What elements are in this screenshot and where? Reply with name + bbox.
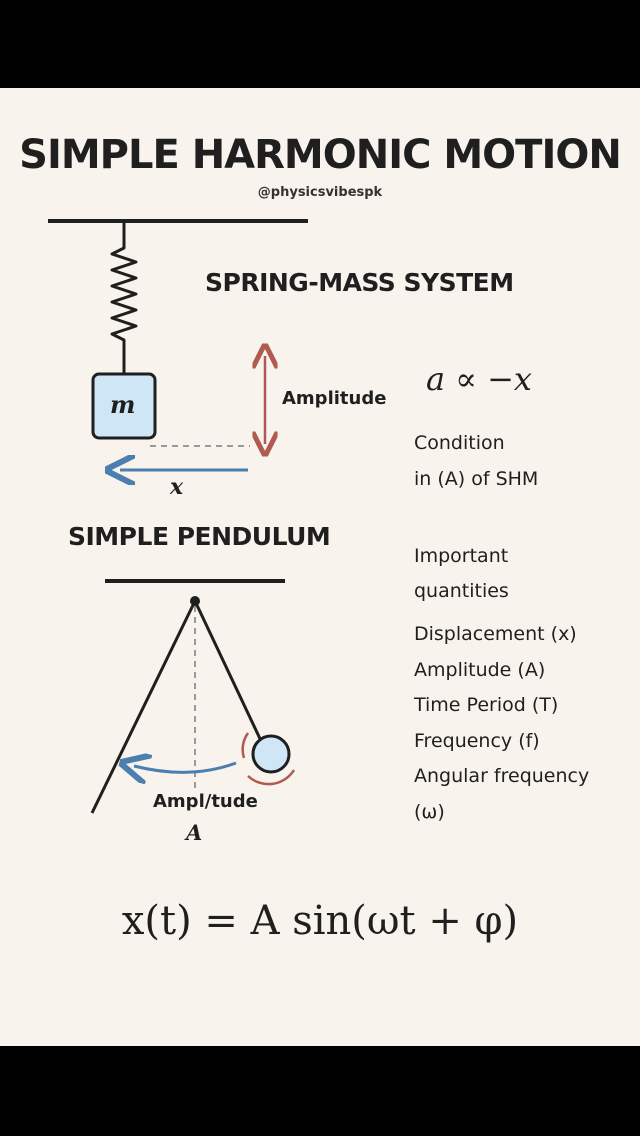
displacement-x-label: x <box>170 474 184 500</box>
mass-block <box>91 372 157 440</box>
quantities-heading-line-2: quantities <box>414 580 509 602</box>
shm-relation: a ∝ −x <box>426 360 532 398</box>
spring-coil <box>110 223 138 373</box>
quantity-item: Frequency (f) <box>414 730 540 752</box>
quantity-item: Displacement (x) <box>414 623 577 645</box>
infographic-card: SIMPLE HARMONIC MOTION @physicsvibespk S… <box>0 88 640 1046</box>
mass-label: m <box>110 390 136 419</box>
quantities-heading-line-1: Important <box>414 545 509 567</box>
pendulum-heading: SIMPLE PENDULUM <box>68 522 331 551</box>
quantity-item: (ω) <box>414 801 445 823</box>
pendulum-amplitude-label: Ampl/tude <box>153 791 258 812</box>
pendulum-string <box>193 600 264 744</box>
pendulum-rotation-arc <box>241 732 296 786</box>
spring-mass-heading: SPRING-MASS SYSTEM <box>205 268 514 297</box>
condition-line-2: in (A) of SHM <box>414 468 539 490</box>
page-title: SIMPLE HARMONIC MOTION <box>19 132 622 178</box>
condition-line-1: Condition <box>414 432 505 454</box>
diagram-art <box>48 219 308 814</box>
quantity-item: Angular frequency <box>414 765 590 787</box>
spring-amplitude-label: Amplitude <box>282 388 387 409</box>
shm-equation: x(t) = A sin(ωt + φ) <box>121 898 519 944</box>
pendulum-amplitude-symbol: A <box>186 820 203 845</box>
pendulum-left-line <box>90 600 197 814</box>
pendulum-bob <box>251 734 291 774</box>
author-handle: @physicsvibespk <box>257 185 383 200</box>
quantity-item: Time Period (T) <box>414 694 559 716</box>
quantity-item: Amplitude (A) <box>414 659 546 681</box>
pendulum-swing-arrow <box>134 763 237 772</box>
